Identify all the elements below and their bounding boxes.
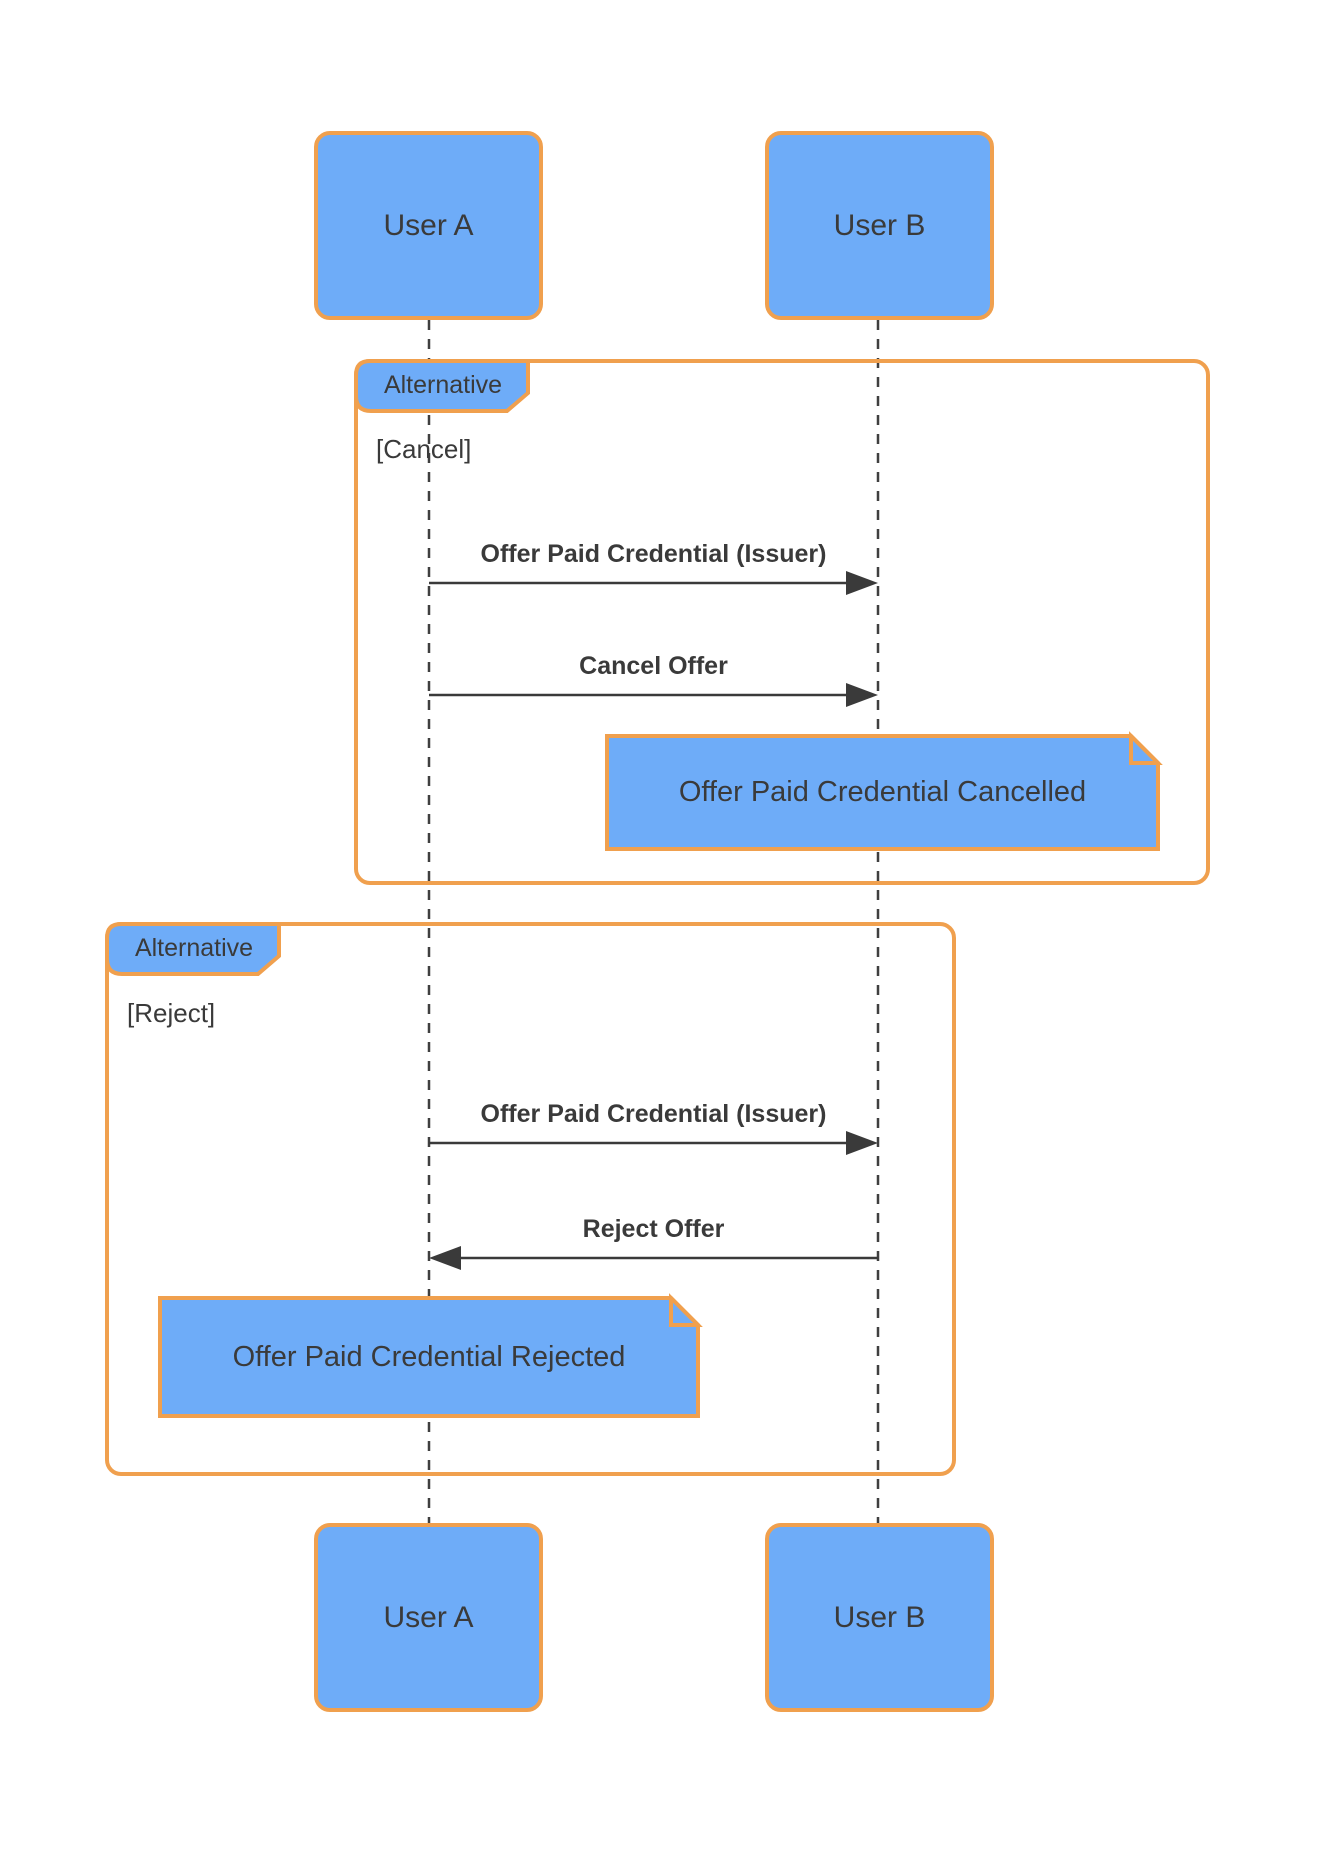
fragment-guard-label-2: [Reject]: [127, 998, 216, 1028]
message-offer-1-arrowhead-icon: [846, 571, 878, 595]
message-label-cancel-offer: Cancel Offer: [579, 652, 728, 680]
message-label-offer-1: Offer Paid Credential (Issuer): [480, 540, 827, 568]
alt-fragment-cancel-tab: [354, 359, 530, 413]
note-label-cancelled: Offer Paid Credential Cancelled: [678, 776, 1087, 808]
message-label-reject-offer: Reject Offer: [582, 1215, 725, 1243]
fragment-operator-label-2: Alternative: [134, 933, 254, 962]
actor-box-user-b-top: [765, 131, 994, 320]
fragment-operator-label-1: Alternative: [383, 370, 503, 399]
message-offer-2-arrowhead-icon: [846, 1131, 878, 1155]
note-rejected-shape: [158, 1296, 700, 1418]
note-rejected-fold-corner-icon: [669, 1293, 703, 1327]
message-label-offer-2: Offer Paid Credential (Issuer): [480, 1100, 827, 1128]
actor-label-user-a-top: User A: [383, 208, 474, 242]
alt-fragment-reject-tab: [105, 922, 281, 976]
message-reject-offer-arrowhead-icon: [429, 1246, 461, 1270]
fragment-guard-label-1: [Cancel]: [376, 434, 472, 464]
alt-fragment-reject-frame: [105, 922, 956, 1476]
alt-fragment-cancel-frame: [354, 359, 1210, 885]
message-cancel-offer-arrowhead-icon: [846, 683, 878, 707]
actor-box-user-a-top: [314, 131, 543, 320]
actor-label-user-b-top: User B: [833, 208, 926, 242]
actor-label-user-b-bottom: User B: [833, 1600, 926, 1634]
actor-box-user-a-bottom: [314, 1523, 543, 1712]
actor-box-user-b-bottom: [765, 1523, 994, 1712]
actor-label-user-a-bottom: User A: [383, 1600, 474, 1634]
note-cancelled-fold-corner-icon: [1129, 731, 1163, 765]
note-label-rejected: Offer Paid Credential Rejected: [232, 1340, 626, 1373]
note-cancelled-shape: [605, 734, 1160, 851]
